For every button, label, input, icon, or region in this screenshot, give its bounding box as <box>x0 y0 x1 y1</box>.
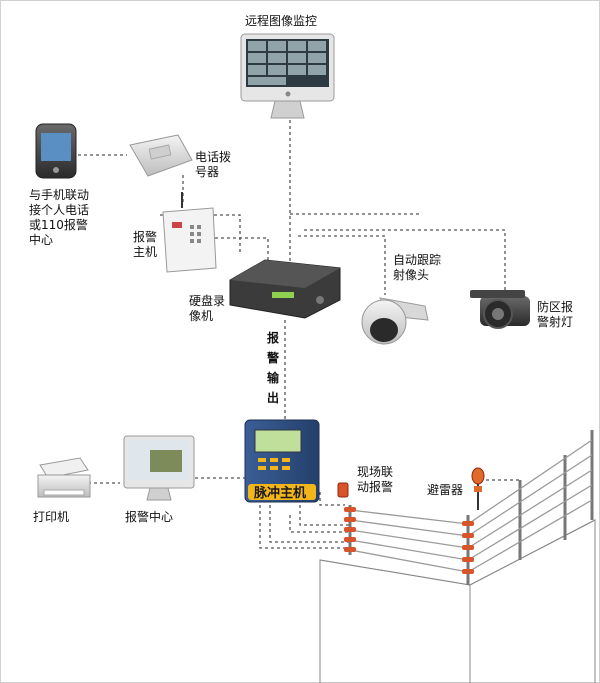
lightning-arrester-icon <box>471 467 485 510</box>
printer-icon <box>37 457 91 498</box>
electric-fence-icon <box>319 430 596 683</box>
pda-phone-icon <box>35 123 77 179</box>
label-dvr: 硬盘录 像机 <box>189 294 226 323</box>
alarm-panel-icon <box>162 192 217 273</box>
computer-icon <box>123 435 195 501</box>
alarm-strobe-icon <box>337 482 349 498</box>
label-printer: 打印机 <box>33 510 70 524</box>
label-remote-monitor: 远程图像监控 <box>245 14 318 28</box>
label-mobile-link: 与手机联动 接个人电话 或110报警 中心 <box>29 188 90 247</box>
label-alarm-center: 报警中心 <box>125 510 174 524</box>
label-alarm-output: 报警输出 <box>266 331 279 405</box>
label-phone-dialer: 电话拨 号器 <box>195 150 232 179</box>
label-alarm-host: 报警 主机 <box>133 230 158 259</box>
label-pulse-host: 脉冲主机 <box>254 486 307 501</box>
pulse-host-icon <box>244 419 320 503</box>
ptz-dome-camera-icon <box>361 297 429 345</box>
dvr-icon <box>229 259 341 319</box>
phone-dialer-icon <box>129 134 193 177</box>
ir-camera-icon <box>470 290 530 329</box>
imac-monitor-icon <box>240 33 335 119</box>
connection-lines <box>78 120 521 549</box>
label-ptz-camera: 自动跟踪 射像头 <box>393 253 442 282</box>
label-site-alarm: 现场联 动报警 <box>357 465 394 494</box>
label-lightning: 避雷器 <box>427 483 464 497</box>
label-ir-light: 防区报 警射灯 <box>537 300 574 329</box>
